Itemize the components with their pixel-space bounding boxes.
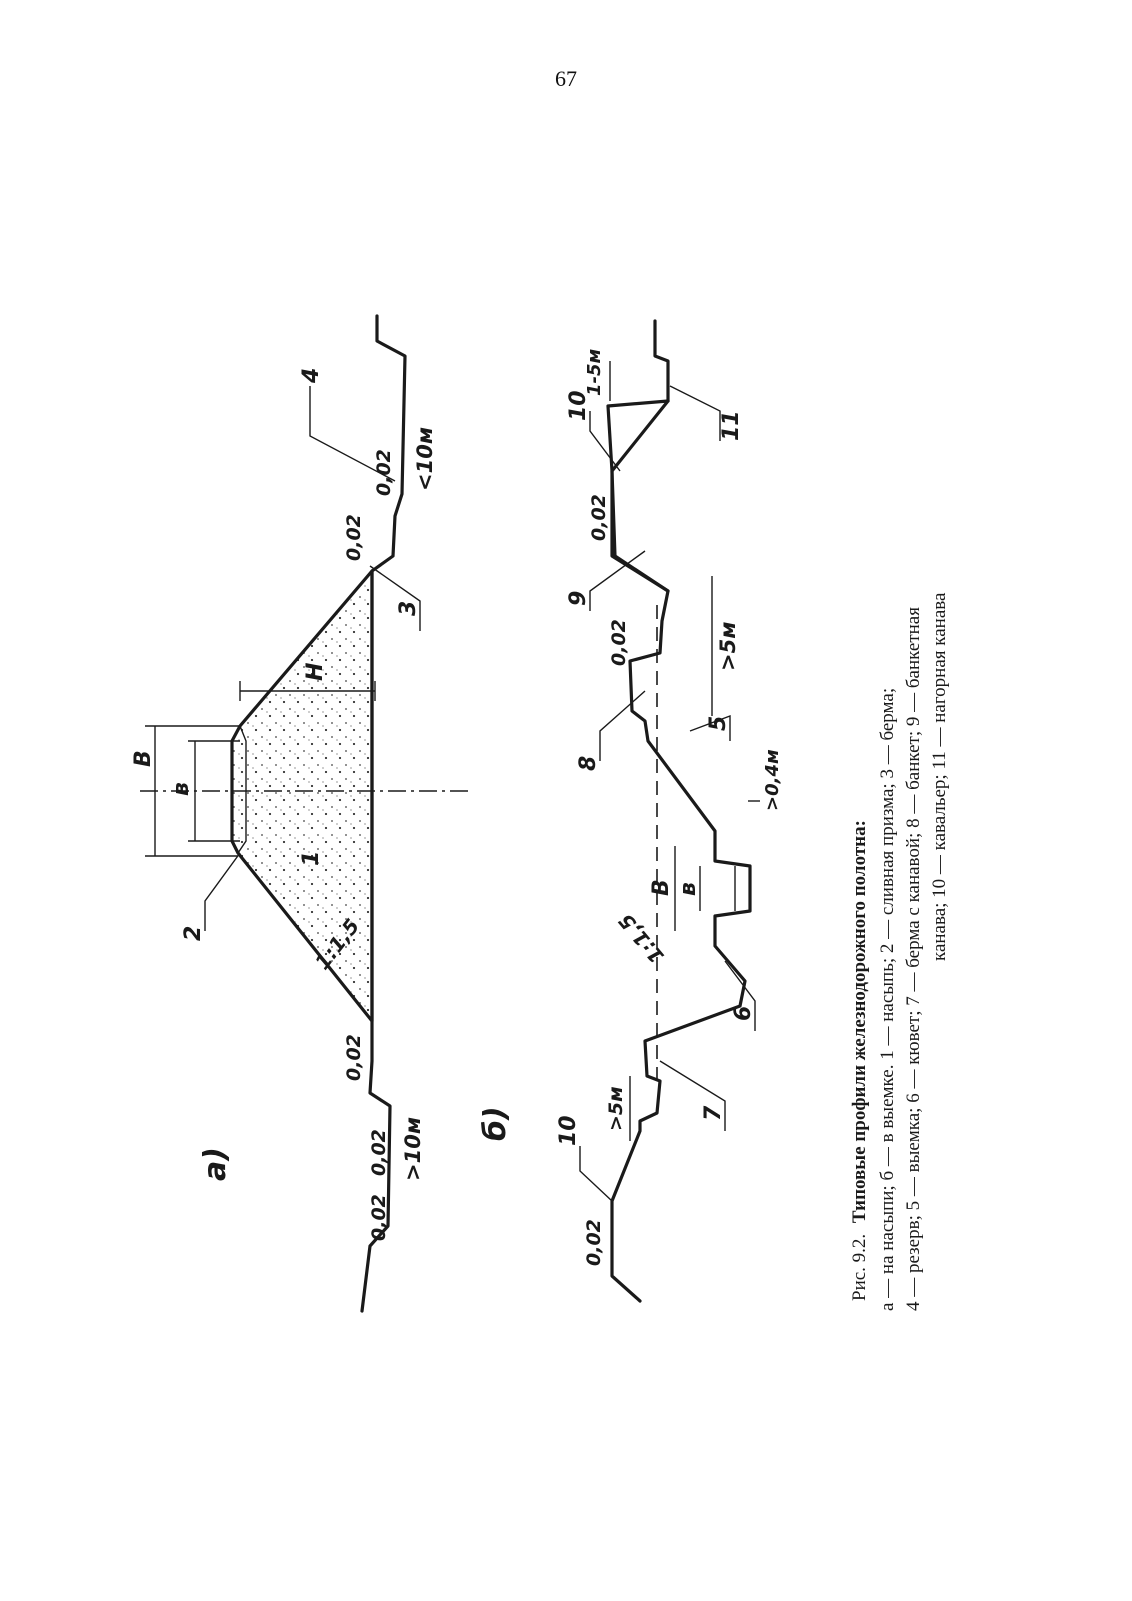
leader-11 xyxy=(669,385,721,441)
slope-b-3: 0,02 xyxy=(588,494,610,541)
berm-right-label: >5м xyxy=(716,622,740,671)
berm-left-label: >5м xyxy=(605,1086,627,1131)
dim-B-label: B xyxy=(131,750,156,767)
figure-caption: Рис. 9.2. Типовые профили железнодорожно… xyxy=(849,592,950,1311)
berm-width-a: >10м xyxy=(401,1117,425,1181)
callout-8: 8 xyxy=(576,756,601,771)
berm-slope-2: 0,02 xyxy=(368,1129,390,1176)
embankment-number: 1 xyxy=(299,851,324,866)
leader-9 xyxy=(589,550,646,611)
leader-10-right xyxy=(589,411,621,472)
callout-10-right: 10 xyxy=(566,390,591,421)
embankment-body xyxy=(230,569,374,1023)
reserve-slope: 0,02 xyxy=(373,449,395,496)
slope-ratio-b: 1:1,5 xyxy=(614,909,669,968)
caption-line-2: 4 — резерв; 5 — выемка; 6 — кювет; 7 — б… xyxy=(903,607,924,1311)
leader-6 xyxy=(724,960,756,1031)
caption-title: Типовые профили железнодорожного полотна… xyxy=(849,820,870,1223)
leader-5 xyxy=(689,714,731,741)
caption-line-1: а — на насыпи; б — в выемке. 1 — насыпь;… xyxy=(877,688,898,1311)
callout-3: 3 xyxy=(396,601,421,616)
figure-b-cut: б) B в 1:1,5 >0,4м >5м >5м 1-5м 0,02 0,0… xyxy=(478,319,783,1303)
leader-3 xyxy=(369,565,421,631)
slope-b-1: 0,02 xyxy=(583,1219,605,1266)
callout-2: 2 xyxy=(181,926,206,941)
leader-4 xyxy=(309,386,396,482)
ditch-depth-label: >0,4м xyxy=(762,749,783,811)
figure-b-label: б) xyxy=(478,1106,513,1141)
callout-10-left: 10 xyxy=(556,1115,581,1146)
cavalier-right xyxy=(610,399,670,593)
cut-ground-profile xyxy=(606,319,752,1303)
leader-7 xyxy=(659,1060,726,1131)
gap-right-label: 1-5м xyxy=(584,348,605,396)
caption-line-3: канава; 10 — кавальер; 11 — нагорная кан… xyxy=(929,592,950,961)
caption-prefix: Рис. 9.2. xyxy=(849,1234,870,1301)
callout-7: 7 xyxy=(701,1105,726,1121)
caption-title-line: Рис. 9.2. Типовые профили железнодорожно… xyxy=(849,820,870,1301)
page-number: 67 xyxy=(555,66,577,91)
slope-right-a: 0,02 xyxy=(343,514,365,561)
figure-a-label: а) xyxy=(198,1147,233,1181)
berm-slope-1: 0,02 xyxy=(368,1194,390,1241)
figure-a-embankment: а) B в H 1 1:1,5 0,02 0,02 0,02 0,02 0,0… xyxy=(131,314,470,1313)
leader-2 xyxy=(204,852,241,931)
callout-11: 11 xyxy=(719,410,744,441)
dim-b-cut-label: в xyxy=(676,882,701,896)
callout-5: 5 xyxy=(706,716,731,731)
slope-left-a: 0,02 xyxy=(343,1034,365,1081)
dim-b-label: в xyxy=(169,782,194,796)
reserve-width-a: <10м xyxy=(413,427,437,491)
dim-B-cut-label: B xyxy=(649,879,674,896)
callout-9: 9 xyxy=(566,591,591,606)
callout-6: 6 xyxy=(731,1006,756,1021)
leader-10-left xyxy=(579,1146,613,1202)
callout-4: 4 xyxy=(299,368,324,384)
dim-H-label: H xyxy=(303,663,328,681)
slope-b-2: 0,02 xyxy=(608,619,630,666)
leader-8 xyxy=(599,690,646,761)
